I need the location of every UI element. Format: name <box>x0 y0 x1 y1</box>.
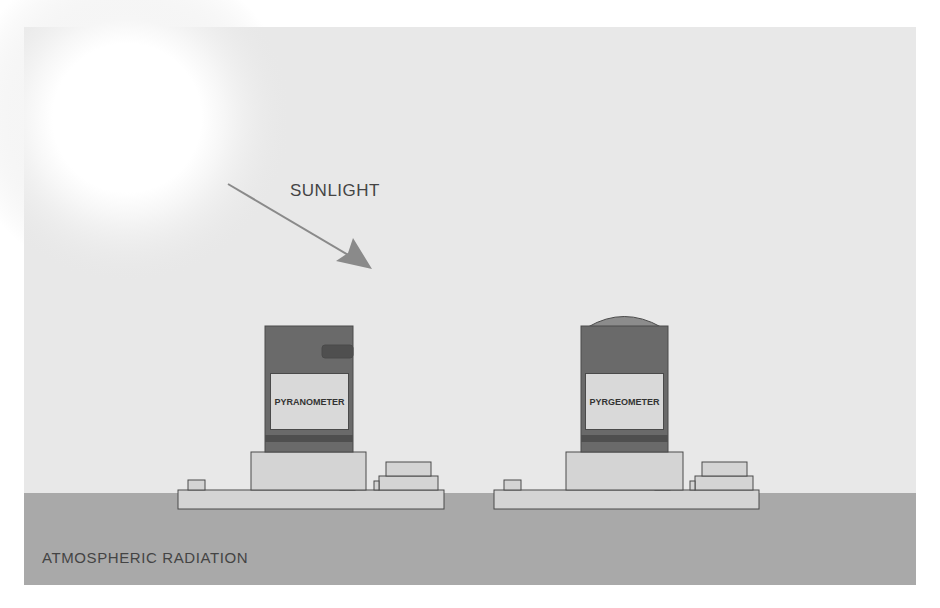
ground-label: ATMOSPHERIC RADIATION <box>42 549 248 566</box>
pyranometer-label: PYRANOMETER <box>270 373 349 430</box>
instrument-name: PYRANOMETER <box>274 397 344 407</box>
instrument-name: PYRGEOMETER <box>589 397 659 407</box>
pyranometer-instrument <box>178 326 444 509</box>
pyrgeometer-label: PYRGEOMETER <box>585 373 664 430</box>
pyrgeometer-instrument <box>494 317 759 510</box>
ground <box>24 493 916 585</box>
sunlight-label: SUNLIGHT <box>290 181 380 201</box>
sun <box>0 0 292 283</box>
